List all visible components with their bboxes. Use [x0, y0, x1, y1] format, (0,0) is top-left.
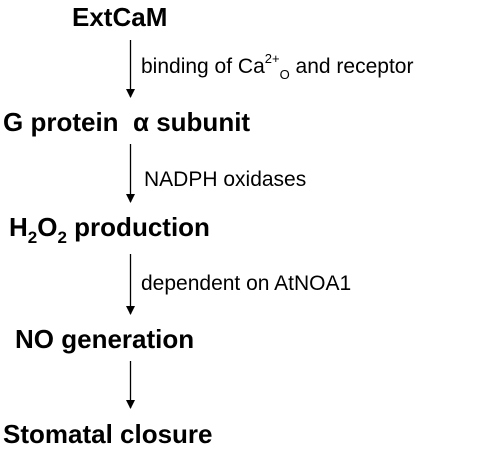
node-g-protein: G protein α subunit	[3, 107, 251, 137]
arrow-extcam-to-gprotein	[126, 40, 135, 98]
h2o2-prefix: H	[9, 212, 28, 242]
h2o2-sub2: 2	[57, 228, 67, 247]
h2o2-sub1: 2	[27, 228, 38, 247]
arrow-h2o2-to-no	[126, 254, 135, 315]
node-h2o2-production: H2O2 production	[9, 212, 210, 247]
node-no-generation: NO generation	[15, 324, 195, 354]
h2o2-suffix: production	[66, 212, 210, 242]
edge1-sub: O	[279, 67, 290, 82]
node-stomatal-closure: Stomatal closure	[3, 419, 213, 449]
node-extcam: ExtCaM	[72, 2, 168, 32]
edge-label-binding: binding of Ca2+O and receptor	[141, 51, 414, 82]
edge-label-nadph: NADPH oxidases	[144, 168, 307, 191]
arrow-gprotein-to-h2o2	[126, 144, 135, 203]
edge1-suffix: and receptor	[289, 55, 414, 78]
arrow-no-to-stomatal	[126, 361, 135, 409]
h2o2-mid: O	[37, 212, 58, 242]
edge-label-atnoa1: dependent on AtNOA1	[141, 272, 352, 295]
edge1-sup: 2+	[264, 51, 280, 66]
edge1-prefix: binding of Ca	[141, 55, 265, 78]
